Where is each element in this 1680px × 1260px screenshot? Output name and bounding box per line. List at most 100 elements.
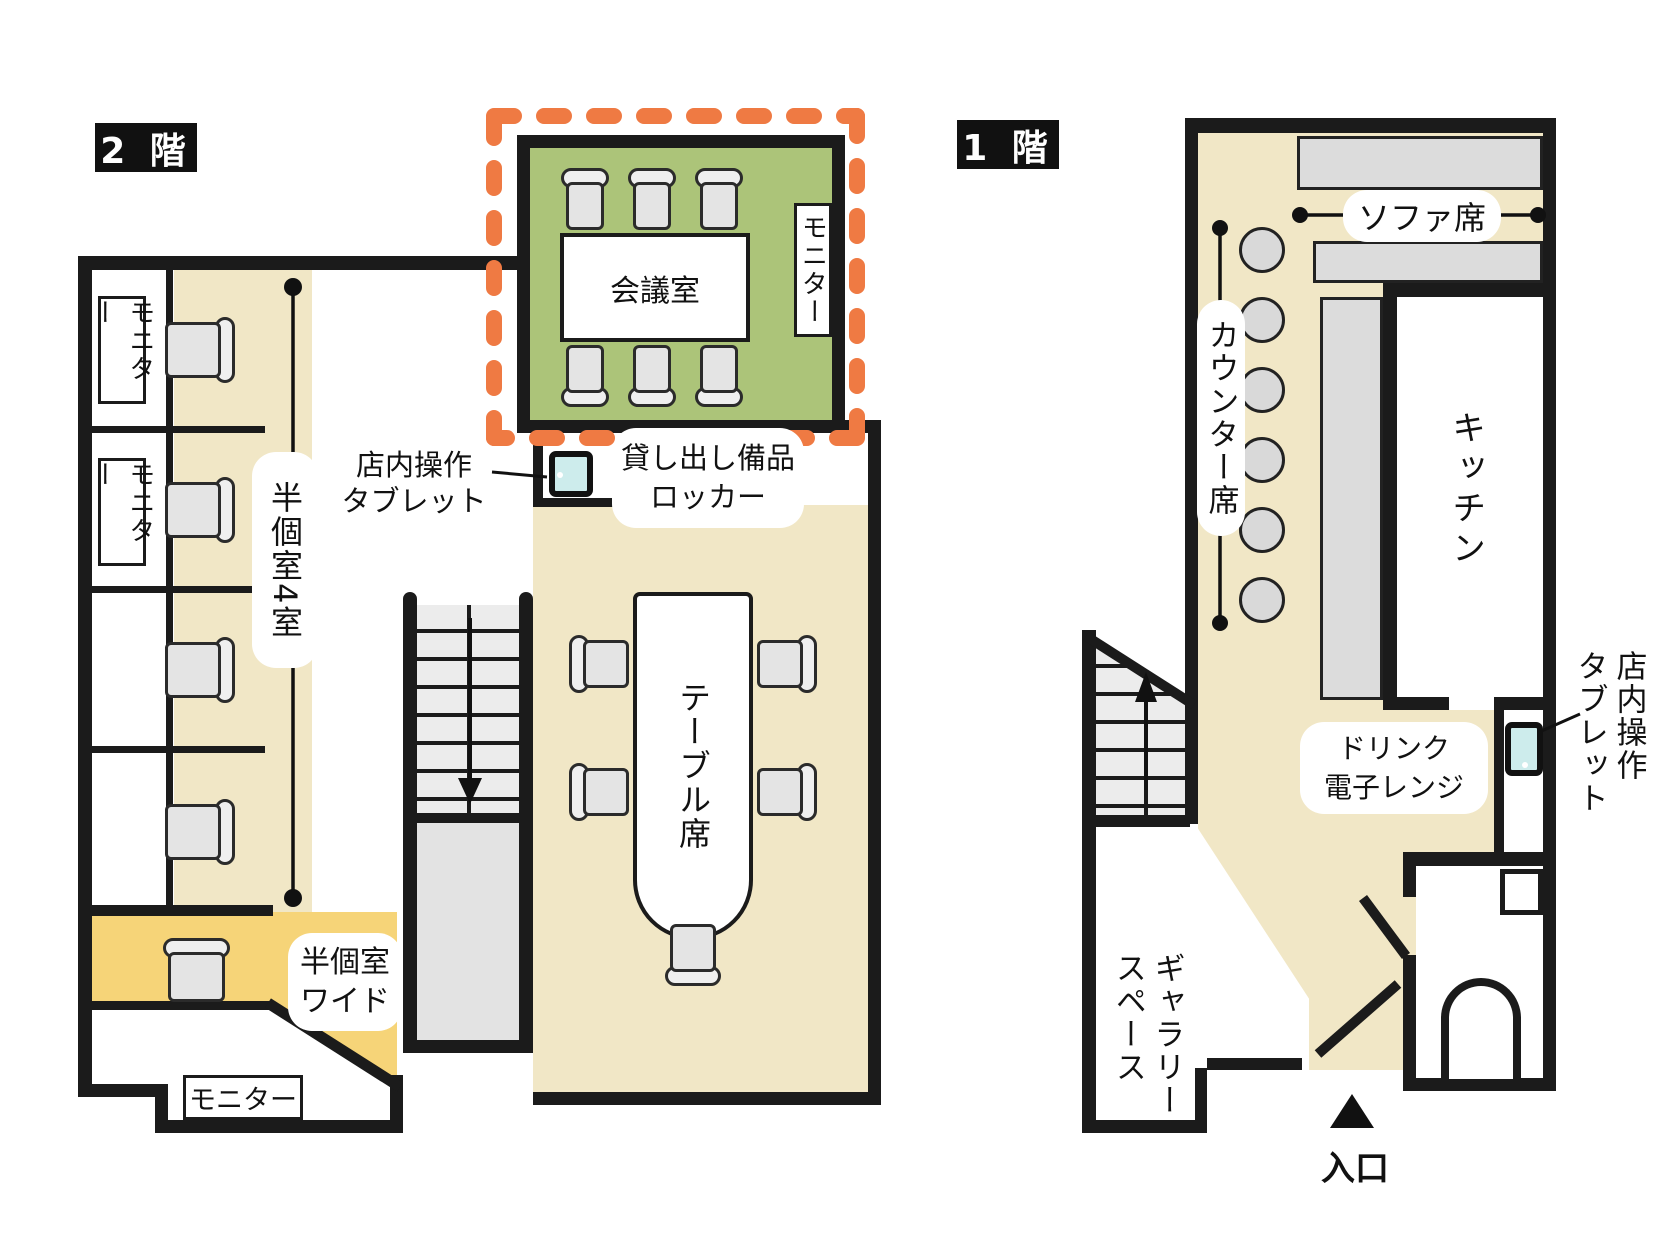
wall-segment xyxy=(519,592,533,1053)
wall-segment xyxy=(868,420,881,1105)
chair-icon xyxy=(569,760,631,824)
locker-label-line2: ロッカー xyxy=(649,480,766,514)
wall-segment xyxy=(533,1092,881,1105)
tablet-label-2f: 店内操作 タブレット xyxy=(338,447,490,520)
entrance-arrow-icon xyxy=(1330,1094,1374,1128)
floor1-title-text: 1 階 xyxy=(962,127,1054,169)
monitor-tag-booth2: モニター xyxy=(88,458,155,566)
counter-stool xyxy=(1239,437,1285,483)
floor1-stairs xyxy=(1095,642,1188,818)
wide-room-label-line1: 半個室 xyxy=(300,945,390,980)
counter-stool xyxy=(1239,577,1285,623)
wall-segment xyxy=(155,1120,403,1133)
wall-segment xyxy=(1095,815,1190,827)
tablet-icon-2f xyxy=(549,451,593,497)
floor2-stairs-divider xyxy=(467,605,471,813)
wall-segment xyxy=(1185,118,1556,133)
counter-stool xyxy=(1239,297,1285,343)
chair-icon xyxy=(163,634,235,706)
kitchen-floor xyxy=(1390,290,1543,710)
floor2-understair-area xyxy=(417,823,520,1040)
monitor-tag-meeting: モニター xyxy=(794,203,832,337)
floor2-title: 2 階 xyxy=(95,123,197,172)
chair-icon xyxy=(662,922,724,986)
drink-label-line1: ドリンク xyxy=(1337,731,1450,765)
meeting-table: 会議室 xyxy=(560,233,750,342)
wall-segment xyxy=(533,498,614,507)
chair-icon xyxy=(163,474,235,546)
chair-icon xyxy=(625,343,679,407)
long-table: テーブル席 xyxy=(633,592,753,940)
drink-microwave-label: ドリンク 電子レンジ xyxy=(1300,722,1488,814)
drink-label-line2: 電子レンジ xyxy=(1323,771,1464,804)
monitor-tag-booth1: モニター xyxy=(88,296,155,404)
wall-segment xyxy=(390,1075,403,1133)
wall-segment xyxy=(1494,710,1504,852)
chair-icon xyxy=(558,343,612,407)
kitchen-counter-top xyxy=(1313,241,1543,283)
meeting-table-label: 会議室 xyxy=(610,273,700,309)
chair-icon xyxy=(569,632,631,696)
long-table-label: テーブル席 xyxy=(674,681,712,851)
tablet-label-2f-line2: タブレット xyxy=(341,484,487,519)
wall-segment xyxy=(1207,1058,1302,1070)
wall-segment xyxy=(78,1084,168,1097)
counter-label-text: カウンター席 xyxy=(1202,319,1239,517)
wall-segment xyxy=(1383,283,1543,297)
wall-segment xyxy=(78,256,530,270)
gallery-label-text: ギャラリー スペース xyxy=(1109,952,1185,1117)
tablet-label-1f: 店内操作 タブレット xyxy=(1570,650,1648,815)
sink-icon xyxy=(1500,869,1543,915)
wall-segment xyxy=(1543,118,1556,1090)
chair-icon xyxy=(692,168,746,232)
wall-segment xyxy=(88,905,273,916)
entrance-label: 入口 xyxy=(1315,1148,1395,1191)
locker-label: 貸し出し備品 ロッカー xyxy=(612,428,804,528)
wall-segment xyxy=(1383,697,1449,710)
wall-segment xyxy=(832,135,845,433)
chair-icon xyxy=(625,168,679,232)
sofa-label: ソファ席 xyxy=(1343,190,1501,242)
monitor-text: モニター xyxy=(797,214,828,326)
wide-room-label: 半個室 ワイド xyxy=(288,933,402,1031)
kitchen-counter-side xyxy=(1320,297,1383,700)
wall-segment xyxy=(88,1001,273,1010)
wall-segment xyxy=(517,135,845,148)
sofa-bench xyxy=(1297,136,1543,190)
booth-rooms-measure-label: 半個室4室 xyxy=(252,452,318,668)
kitchen-label-text: キッチン xyxy=(1445,410,1486,570)
entrance-label-text: 入口 xyxy=(1321,1149,1389,1189)
wall-segment xyxy=(1403,1078,1556,1091)
wall-segment xyxy=(1494,697,1543,710)
wall-segment xyxy=(533,433,543,507)
wall-segment xyxy=(1195,1068,1207,1133)
locker-label-line1: 貸し出し備品 xyxy=(620,440,795,475)
chair-icon xyxy=(755,760,817,824)
wall-segment xyxy=(517,135,530,433)
counter-stool xyxy=(1239,367,1285,413)
wall-segment xyxy=(78,256,92,1097)
tablet-icon-1f xyxy=(1505,722,1543,776)
wall-segment xyxy=(1383,283,1397,710)
monitor-text: モニター xyxy=(88,461,155,545)
floor1-stairs-divider xyxy=(1144,642,1148,818)
wall-segment xyxy=(88,426,265,433)
chair-icon xyxy=(558,168,612,232)
chair-icon xyxy=(160,938,233,1004)
wall-segment xyxy=(1082,1120,1207,1133)
wall-segment xyxy=(1403,852,1556,866)
toilet-icon xyxy=(1441,978,1521,1079)
wall-segment xyxy=(1403,955,1416,1090)
counter-stool xyxy=(1239,227,1285,273)
floor1-title: 1 階 xyxy=(957,120,1059,169)
monitor-tag-wide: モニター xyxy=(183,1075,303,1120)
tablet-label-2f-line1: 店内操作 xyxy=(355,448,472,482)
chair-icon xyxy=(692,343,746,407)
wall-segment xyxy=(88,586,265,593)
monitor-text: モニター xyxy=(189,1085,297,1116)
booth-rooms-measure-text: 半個室4室 xyxy=(266,480,304,640)
floor2-title-text: 2 階 xyxy=(100,130,192,172)
wall-segment xyxy=(417,813,520,823)
counter-stool xyxy=(1239,507,1285,553)
wall-segment xyxy=(88,746,265,753)
